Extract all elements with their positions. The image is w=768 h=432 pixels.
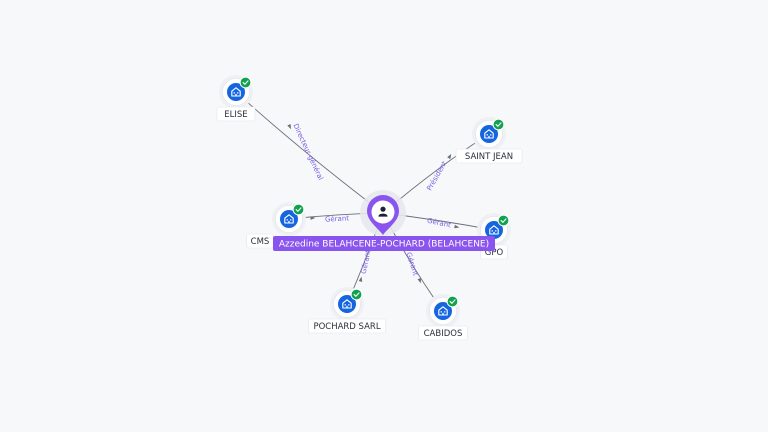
edge-arrow-icon <box>358 276 363 282</box>
edge-role-label: Gérant <box>404 251 419 277</box>
company-label-bg <box>308 318 386 334</box>
building-icon <box>489 225 499 235</box>
company-name: POCHARD SARL <box>313 322 380 332</box>
check-badge-icon <box>497 214 510 227</box>
edge-role-label: Directeur général <box>291 122 324 181</box>
check-badge-icon <box>292 203 305 216</box>
check-badge-icon <box>446 295 459 308</box>
company-name: SAINT JEAN <box>465 152 513 162</box>
company-name: CMS <box>251 237 270 247</box>
company-node-cms[interactable]: CMS <box>246 202 306 249</box>
company-node-cabidos[interactable]: CABIDOS <box>418 294 468 341</box>
center-label-bg <box>273 236 495 251</box>
person-icon <box>378 206 388 217</box>
company-name: GPO <box>485 248 504 258</box>
check-badge-icon <box>350 288 363 301</box>
edge-arrow-icon <box>287 123 292 130</box>
company-node-pochard-sarl[interactable]: POCHARD SARL <box>308 287 386 334</box>
node-icon-bg <box>227 83 245 101</box>
edge-elise <box>235 91 384 214</box>
node-icon-bg <box>480 125 498 143</box>
building-icon <box>231 87 241 97</box>
edge-role-label: Gérant <box>360 249 373 274</box>
node-icon-bg <box>485 221 503 239</box>
company-name: ELISE <box>224 110 247 120</box>
edge-arrow-icon <box>454 224 460 229</box>
edge-role-label: Gérant <box>426 217 451 230</box>
building-icon <box>484 129 494 139</box>
check-badge-icon <box>492 118 505 131</box>
building-icon <box>438 306 448 316</box>
edge-role-label: Gérant <box>325 214 350 223</box>
company-label-bg <box>455 148 523 164</box>
center-person-name: Azzedine BELAHCENE-POCHARD (BELAHCENE) <box>279 240 489 250</box>
building-icon <box>284 214 294 224</box>
center-disc <box>371 200 395 224</box>
edge-arrow-icon <box>310 216 316 220</box>
node-icon-bg <box>434 302 452 320</box>
company-node-elise[interactable]: ELISE <box>216 75 256 122</box>
company-label-bg <box>418 325 468 341</box>
node-icon-bg <box>280 210 298 228</box>
company-node-saint-jean[interactable]: SAINT JEAN <box>455 117 523 164</box>
company-label-bg <box>216 106 256 122</box>
building-icon <box>342 299 352 309</box>
center-person-node[interactable]: Azzedine BELAHCENE-POCHARD (BELAHCENE) <box>273 190 495 251</box>
edge-arrow-icon <box>417 278 421 284</box>
node-icon-bg <box>338 295 356 313</box>
company-name: CABIDOS <box>424 329 463 339</box>
check-badge-icon <box>239 76 252 89</box>
edge-arrow-icon <box>447 153 452 160</box>
